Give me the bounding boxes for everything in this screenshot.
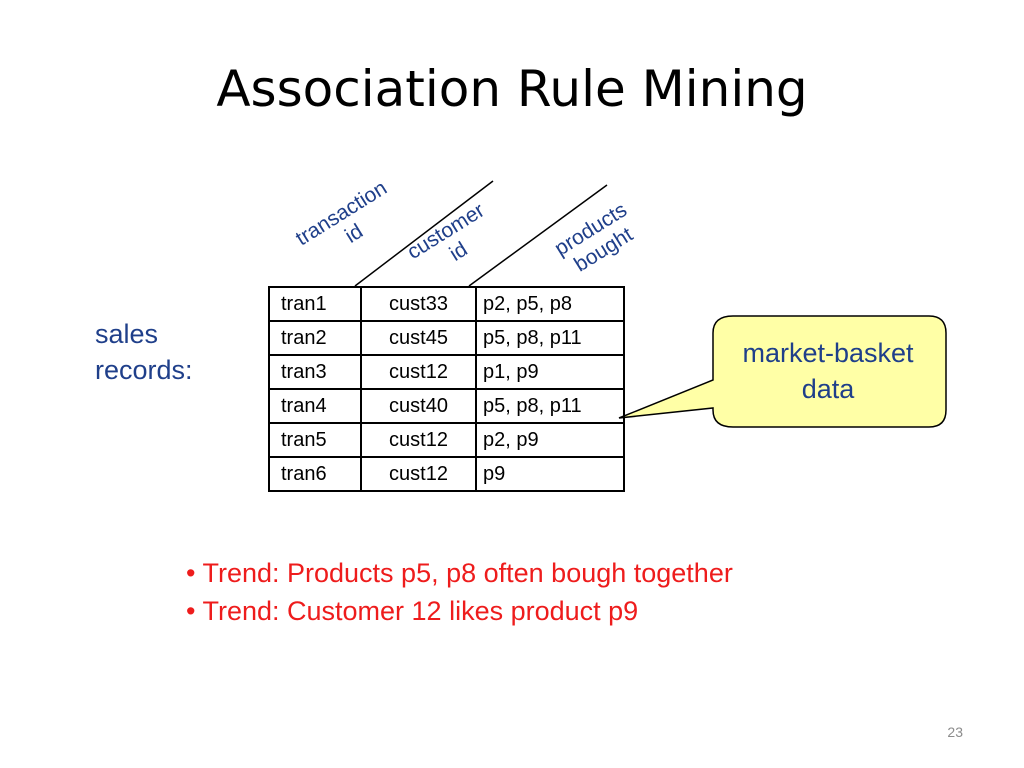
diagonal-line-products (468, 184, 608, 287)
products-cell: p9 (475, 456, 625, 492)
products-cell: p5, p8, p11 (475, 388, 625, 424)
customer-id-cell: cust45 (360, 320, 477, 356)
products-cell: p2, p5, p8 (475, 286, 625, 322)
diagonal-line-customer (354, 180, 494, 287)
table-row: tran5 cust12 p2, p9 (268, 422, 625, 458)
trend-bullet-item: • Trend: Customer 12 likes product p9 (186, 596, 639, 626)
callout-line: data (801, 374, 855, 404)
side-label-line: sales (95, 319, 159, 349)
trend-bullet-item: • Trend: Products p5, p8 often bough tog… (186, 558, 733, 588)
customer-id-cell: cust12 (360, 456, 477, 492)
table-row: tran3 cust12 p1, p9 (268, 354, 625, 390)
trend-bullet-list: • Trend: Products p5, p8 often bough tog… (186, 554, 733, 630)
table-row: tran2 cust45 p5, p8, p11 (268, 320, 625, 356)
transaction-id-cell: tran1 (268, 286, 362, 322)
callout-line: market-basket (742, 338, 914, 368)
page-number: 23 (947, 724, 963, 740)
products-cell: p2, p9 (475, 422, 625, 458)
customer-id-cell: cust12 (360, 354, 477, 390)
table-row: tran4 cust40 p5, p8, p11 (268, 388, 625, 424)
transaction-id-cell: tran2 (268, 320, 362, 356)
table-row: tran6 cust12 p9 (268, 456, 625, 492)
customer-id-cell: cust12 (360, 422, 477, 458)
table-row: tran1 cust33 p2, p5, p8 (268, 286, 625, 322)
side-label-line: records: (95, 355, 193, 385)
customer-id-cell: cust40 (360, 388, 477, 424)
transaction-id-cell: tran4 (268, 388, 362, 424)
market-basket-callout: market-basket data (711, 335, 945, 407)
products-cell: p5, p8, p11 (475, 320, 625, 356)
sales-records-label: sales records: (95, 316, 193, 388)
transaction-id-cell: tran6 (268, 456, 362, 492)
slide-title: Association Rule Mining (216, 60, 808, 118)
transaction-id-cell: tran5 (268, 422, 362, 458)
sales-records-table: tran1 cust33 p2, p5, p8 tran2 cust45 p5,… (268, 286, 625, 492)
customer-id-cell: cust33 (360, 286, 477, 322)
callout-bubble (618, 315, 947, 428)
products-cell: p1, p9 (475, 354, 625, 390)
transaction-id-cell: tran3 (268, 354, 362, 390)
